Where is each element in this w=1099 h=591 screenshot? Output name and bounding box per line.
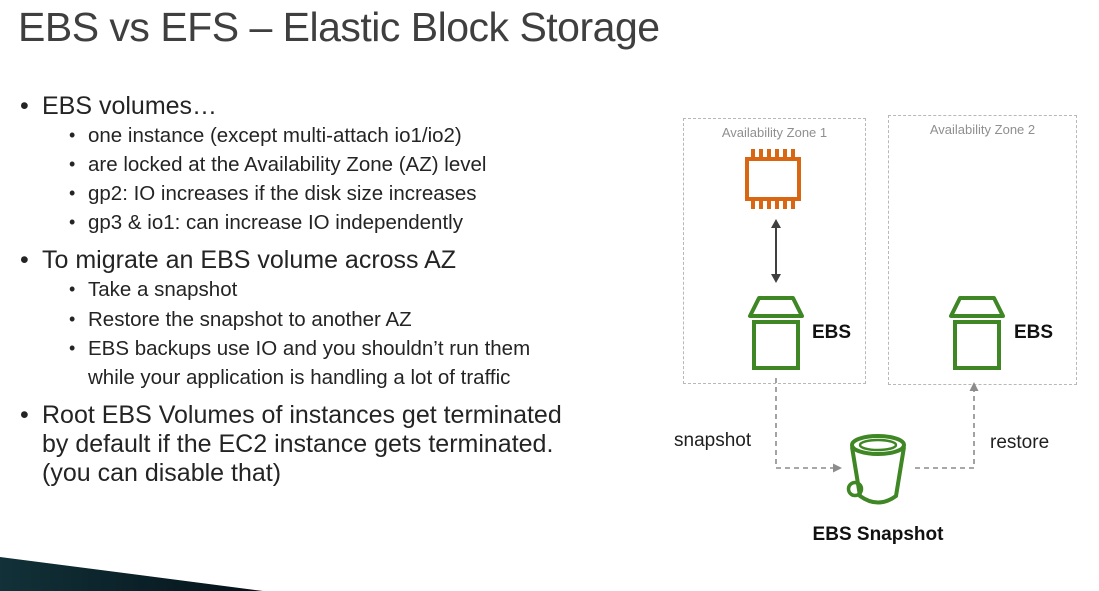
corner-decoration xyxy=(0,557,263,591)
ebs-volume-icon xyxy=(949,296,1005,370)
ebs-snapshot-caption: EBS Snapshot xyxy=(812,524,944,545)
sub-bullet: gp2: IO increases if the disk size incre… xyxy=(68,179,568,208)
sub-bullet: Restore the snapshot to another AZ xyxy=(68,305,568,334)
attach-arrow-icon xyxy=(771,219,781,283)
bullet-migrate-across-az: To migrate an EBS volume across AZ Take … xyxy=(18,246,562,391)
slide-title: EBS vs EFS – Elastic Block Storage xyxy=(18,4,660,50)
sub-bullet: gp3 & io1: can increase IO independently xyxy=(68,208,568,237)
bullet-label: To migrate an EBS volume across AZ xyxy=(42,246,457,275)
bullet-list: EBS volumes… one instance (except multi-… xyxy=(18,92,638,497)
ec2-instance-icon xyxy=(745,149,801,209)
availability-zone-1-box: Availability Zone 1 xyxy=(683,118,866,384)
ebs2-label: EBS xyxy=(1014,322,1054,343)
az2-label: Availability Zone 2 xyxy=(929,122,1036,137)
ebs-snapshot-icon xyxy=(846,434,906,505)
sub-bullet: EBS backups use IO and you shouldn’t run… xyxy=(68,334,568,392)
availability-zone-2-box: Availability Zone 2 xyxy=(888,115,1077,385)
bullet-ebs-volumes: EBS volumes… one instance (except multi-… xyxy=(18,92,562,237)
bullet-label: Root EBS Volumes of instances get termin… xyxy=(42,400,562,487)
az1-label: Availability Zone 1 xyxy=(721,125,828,140)
restore-arrow-label: restore xyxy=(990,432,1050,453)
architecture-diagram: Availability Zone 1 Availability Zone 2 xyxy=(660,100,1099,578)
ebs1-label: EBS xyxy=(812,322,852,343)
ebs-volume-icon xyxy=(748,296,804,370)
sub-bullet: one instance (except multi-attach io1/io… xyxy=(68,121,568,150)
bullet-label: EBS volumes… xyxy=(42,92,218,120)
snapshot-arrow-label: snapshot xyxy=(674,430,752,451)
sub-bullet: Take a snapshot xyxy=(68,275,568,304)
sub-bullet: are locked at the Availability Zone (AZ)… xyxy=(68,150,568,179)
bullet-root-volumes: Root EBS Volumes of instances get termin… xyxy=(18,401,562,488)
